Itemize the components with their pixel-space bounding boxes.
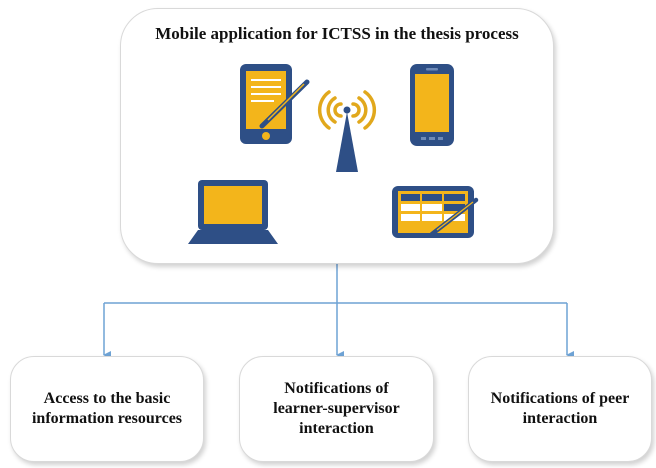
child-label: Notifications of peer interaction: [490, 390, 630, 427]
tablet-spreadsheet-icon: [392, 186, 479, 238]
wireless-antenna-icon: [317, 90, 377, 172]
app-box: Mobile application for ICTSS in the thes…: [120, 8, 554, 264]
diagram-title: Mobile application for ICTSS in the thes…: [155, 24, 519, 43]
child-box-information-resources: Access to the basic information resource…: [10, 356, 204, 462]
tablet-with-stylus-icon: [240, 64, 310, 144]
child-label: Notifications of learner-supervisor inte…: [273, 380, 400, 437]
child-box-peer-interaction: Notifications of peer interaction: [468, 356, 652, 462]
laptop-icon: [188, 180, 278, 244]
child-label: Access to the basic information resource…: [31, 390, 183, 427]
child-box-learner-supervisor: Notifications of learner-supervisor inte…: [239, 356, 434, 462]
smartphone-icon: [410, 64, 454, 146]
